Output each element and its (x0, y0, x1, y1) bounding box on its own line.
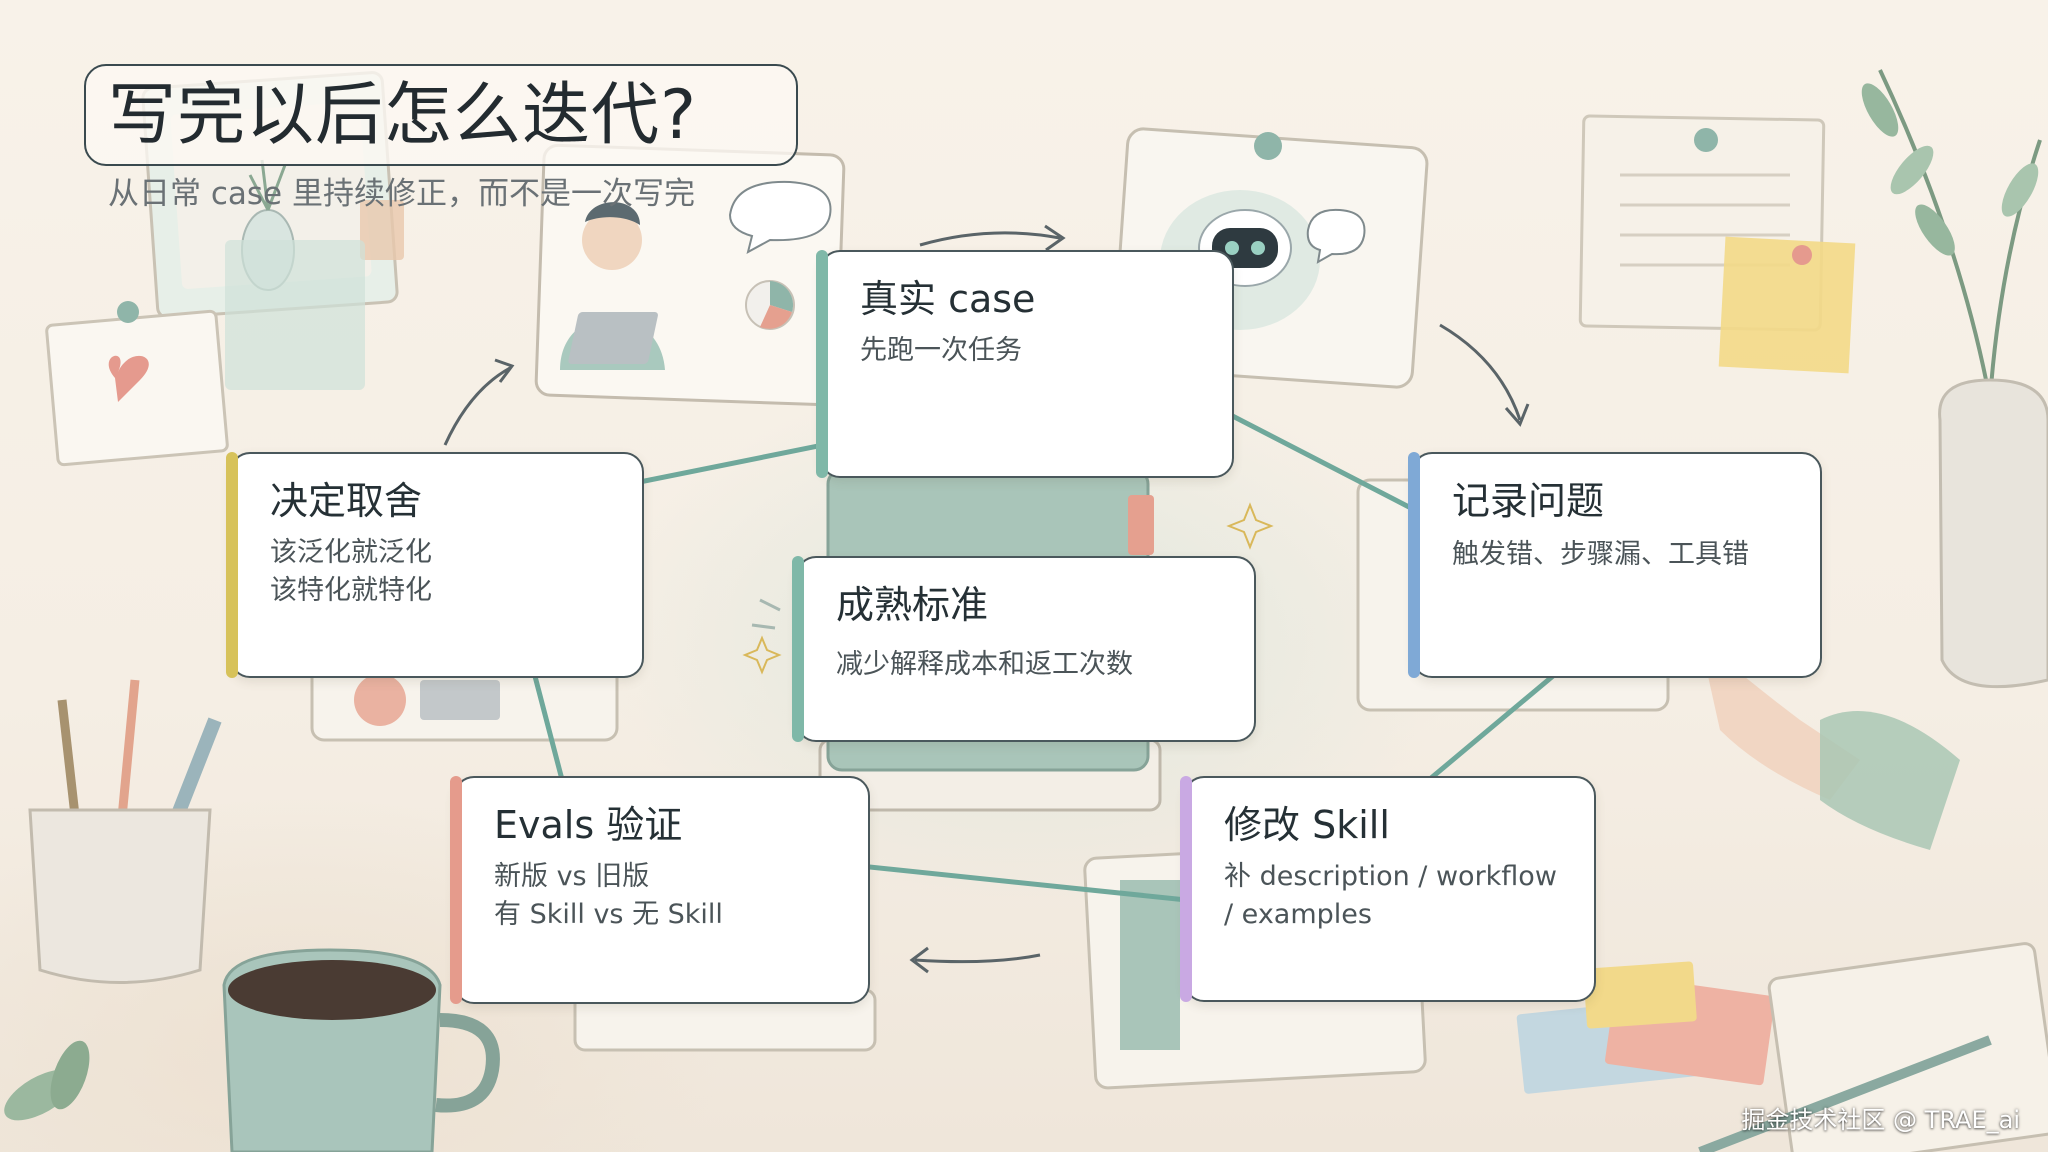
card-accent-bar (1180, 776, 1192, 1002)
card-line: 减少解释成本和返工次数 (836, 649, 1133, 680)
page-subtitle: 从日常 case 里持续修正，而不是一次写完 (108, 176, 695, 212)
card-line: / examples (1224, 899, 1372, 930)
card-accent-bar (226, 452, 238, 678)
card-decide: 决定取舍 该泛化就泛化 该特化就特化 (226, 452, 644, 678)
card-record-issues: 记录问题 触发错、步骤漏、工具错 (1408, 452, 1822, 678)
card-line: 该特化就特化 (270, 575, 432, 606)
card-title: Evals 验证 (494, 803, 683, 847)
card-line: 先跑一次任务 (860, 335, 1022, 366)
card-real-case: 真实 case 先跑一次任务 (816, 250, 1234, 478)
heart-note-illustration (45, 240, 365, 467)
card-title: 修改 Skill (1224, 803, 1390, 847)
checklist-note-illustration (1578, 114, 1856, 374)
card-line: 补 description / workflow (1224, 861, 1557, 892)
card-title: 记录问题 (1452, 479, 1605, 523)
plant-illustration (1861, 69, 2048, 689)
card-accent-bar (450, 776, 462, 1004)
title-box: 写完以后怎么迭代? (84, 64, 798, 166)
card-accent-bar (816, 250, 828, 478)
card-line: 该泛化就泛化 (270, 537, 432, 568)
card-maturity: 成熟标准 减少解释成本和返工次数 (792, 556, 1256, 742)
coffee-mug-illustration (222, 948, 500, 1152)
page-title: 写完以后怎么迭代? (108, 76, 698, 155)
pencil-cup-illustration (28, 679, 222, 984)
card-evals: Evals 验证 新版 vs 旧版 有 Skill vs 无 Skill (450, 776, 870, 1004)
card-title: 决定取舍 (270, 479, 423, 523)
card-line: 触发错、步骤漏、工具错 (1452, 539, 1749, 570)
card-line: 新版 vs 旧版 (494, 861, 650, 892)
card-line: 有 Skill vs 无 Skill (494, 899, 723, 930)
card-title: 成熟标准 (836, 583, 989, 627)
card-accent-bar (792, 556, 804, 742)
watermark: 掘金技术社区 @ TRAE_ai (1741, 1106, 2020, 1134)
card-title: 真实 case (860, 277, 1036, 321)
card-accent-bar (1408, 452, 1420, 678)
card-modify-skill: 修改 Skill 补 description / workflow / exam… (1180, 776, 1596, 1002)
